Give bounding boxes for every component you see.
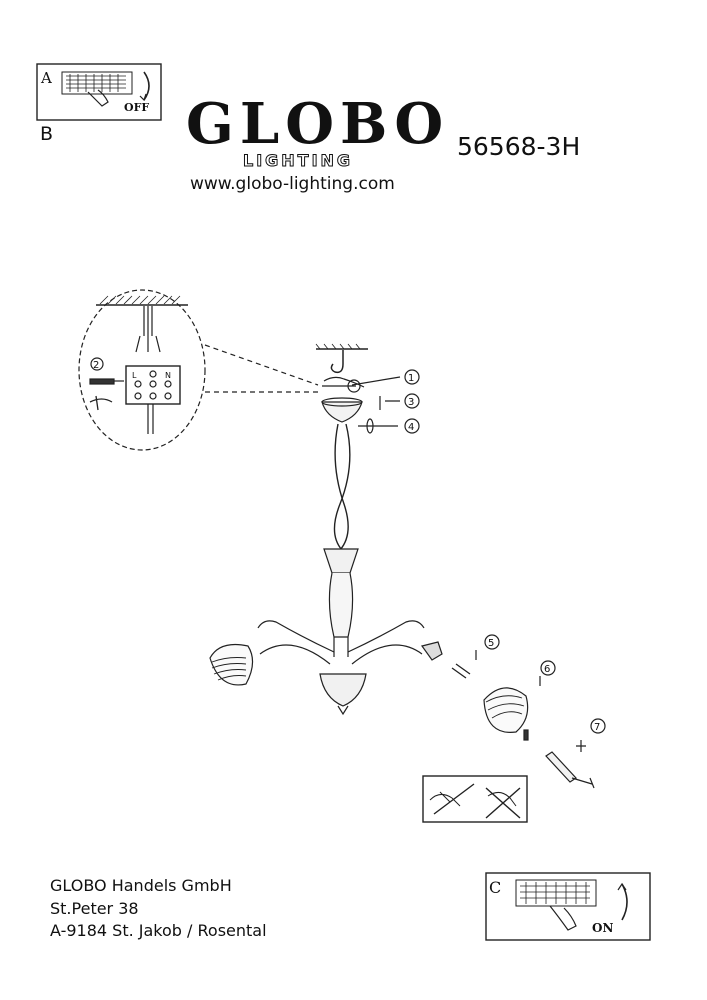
screwdriver-icon xyxy=(89,378,115,385)
panel-b-label: B xyxy=(40,123,54,145)
bulb-coil-icon xyxy=(66,74,126,92)
right-socket xyxy=(420,641,443,661)
terminal-l-label: L xyxy=(132,371,137,380)
panel-c-state: ON xyxy=(592,921,613,935)
brand-logo: GLOBO xyxy=(186,91,450,157)
step-7-label: 7 xyxy=(594,722,600,733)
address-city: A-9184 St. Jakob / Rosental xyxy=(50,921,267,940)
turn-arrow-icon xyxy=(143,71,150,101)
step-2-label: 2 xyxy=(93,360,99,371)
hand-icon-c xyxy=(549,905,577,931)
ceiling-hook: 1 xyxy=(315,343,420,393)
rotate-arrow-icon xyxy=(89,395,113,411)
brand-sublabel: LIGHTING xyxy=(242,151,354,171)
bulb-tool-icon xyxy=(545,751,577,783)
glass-shade-icon xyxy=(483,687,529,733)
ceiling-hatch-icon xyxy=(99,295,181,305)
step-1-label: 1 xyxy=(408,373,414,384)
panel-a-state: OFF xyxy=(124,101,149,114)
hand-icon xyxy=(87,89,109,107)
chandelier-body xyxy=(257,548,425,716)
address-company: GLOBO Handels GmbH xyxy=(50,876,232,895)
exploded-parts: 5 6 7 xyxy=(451,634,606,789)
brand-url: www.globo-lighting.com xyxy=(190,174,395,194)
step-5-label: 5 xyxy=(488,638,494,649)
wiring-detail: L N 2 xyxy=(78,289,319,451)
terminal-n-label: N xyxy=(165,371,171,380)
address-street: St.Peter 38 xyxy=(50,899,139,918)
panel-c-lamp-on: C ON xyxy=(485,872,651,941)
panel-c-label: C xyxy=(489,878,501,897)
earth-icon xyxy=(149,370,157,378)
step-6-label: 6 xyxy=(544,664,550,675)
left-shade xyxy=(209,643,254,686)
step-4-label: 4 xyxy=(408,422,414,433)
canopy: 3 4 xyxy=(321,393,420,434)
chain xyxy=(333,423,351,551)
panel-a-lamp-off: A OFF xyxy=(36,63,162,121)
panel-a-label: A xyxy=(40,69,52,87)
model-number: 56568-3H xyxy=(457,132,581,161)
no-touch-warning xyxy=(422,775,528,823)
step-3-label: 3 xyxy=(408,397,414,408)
